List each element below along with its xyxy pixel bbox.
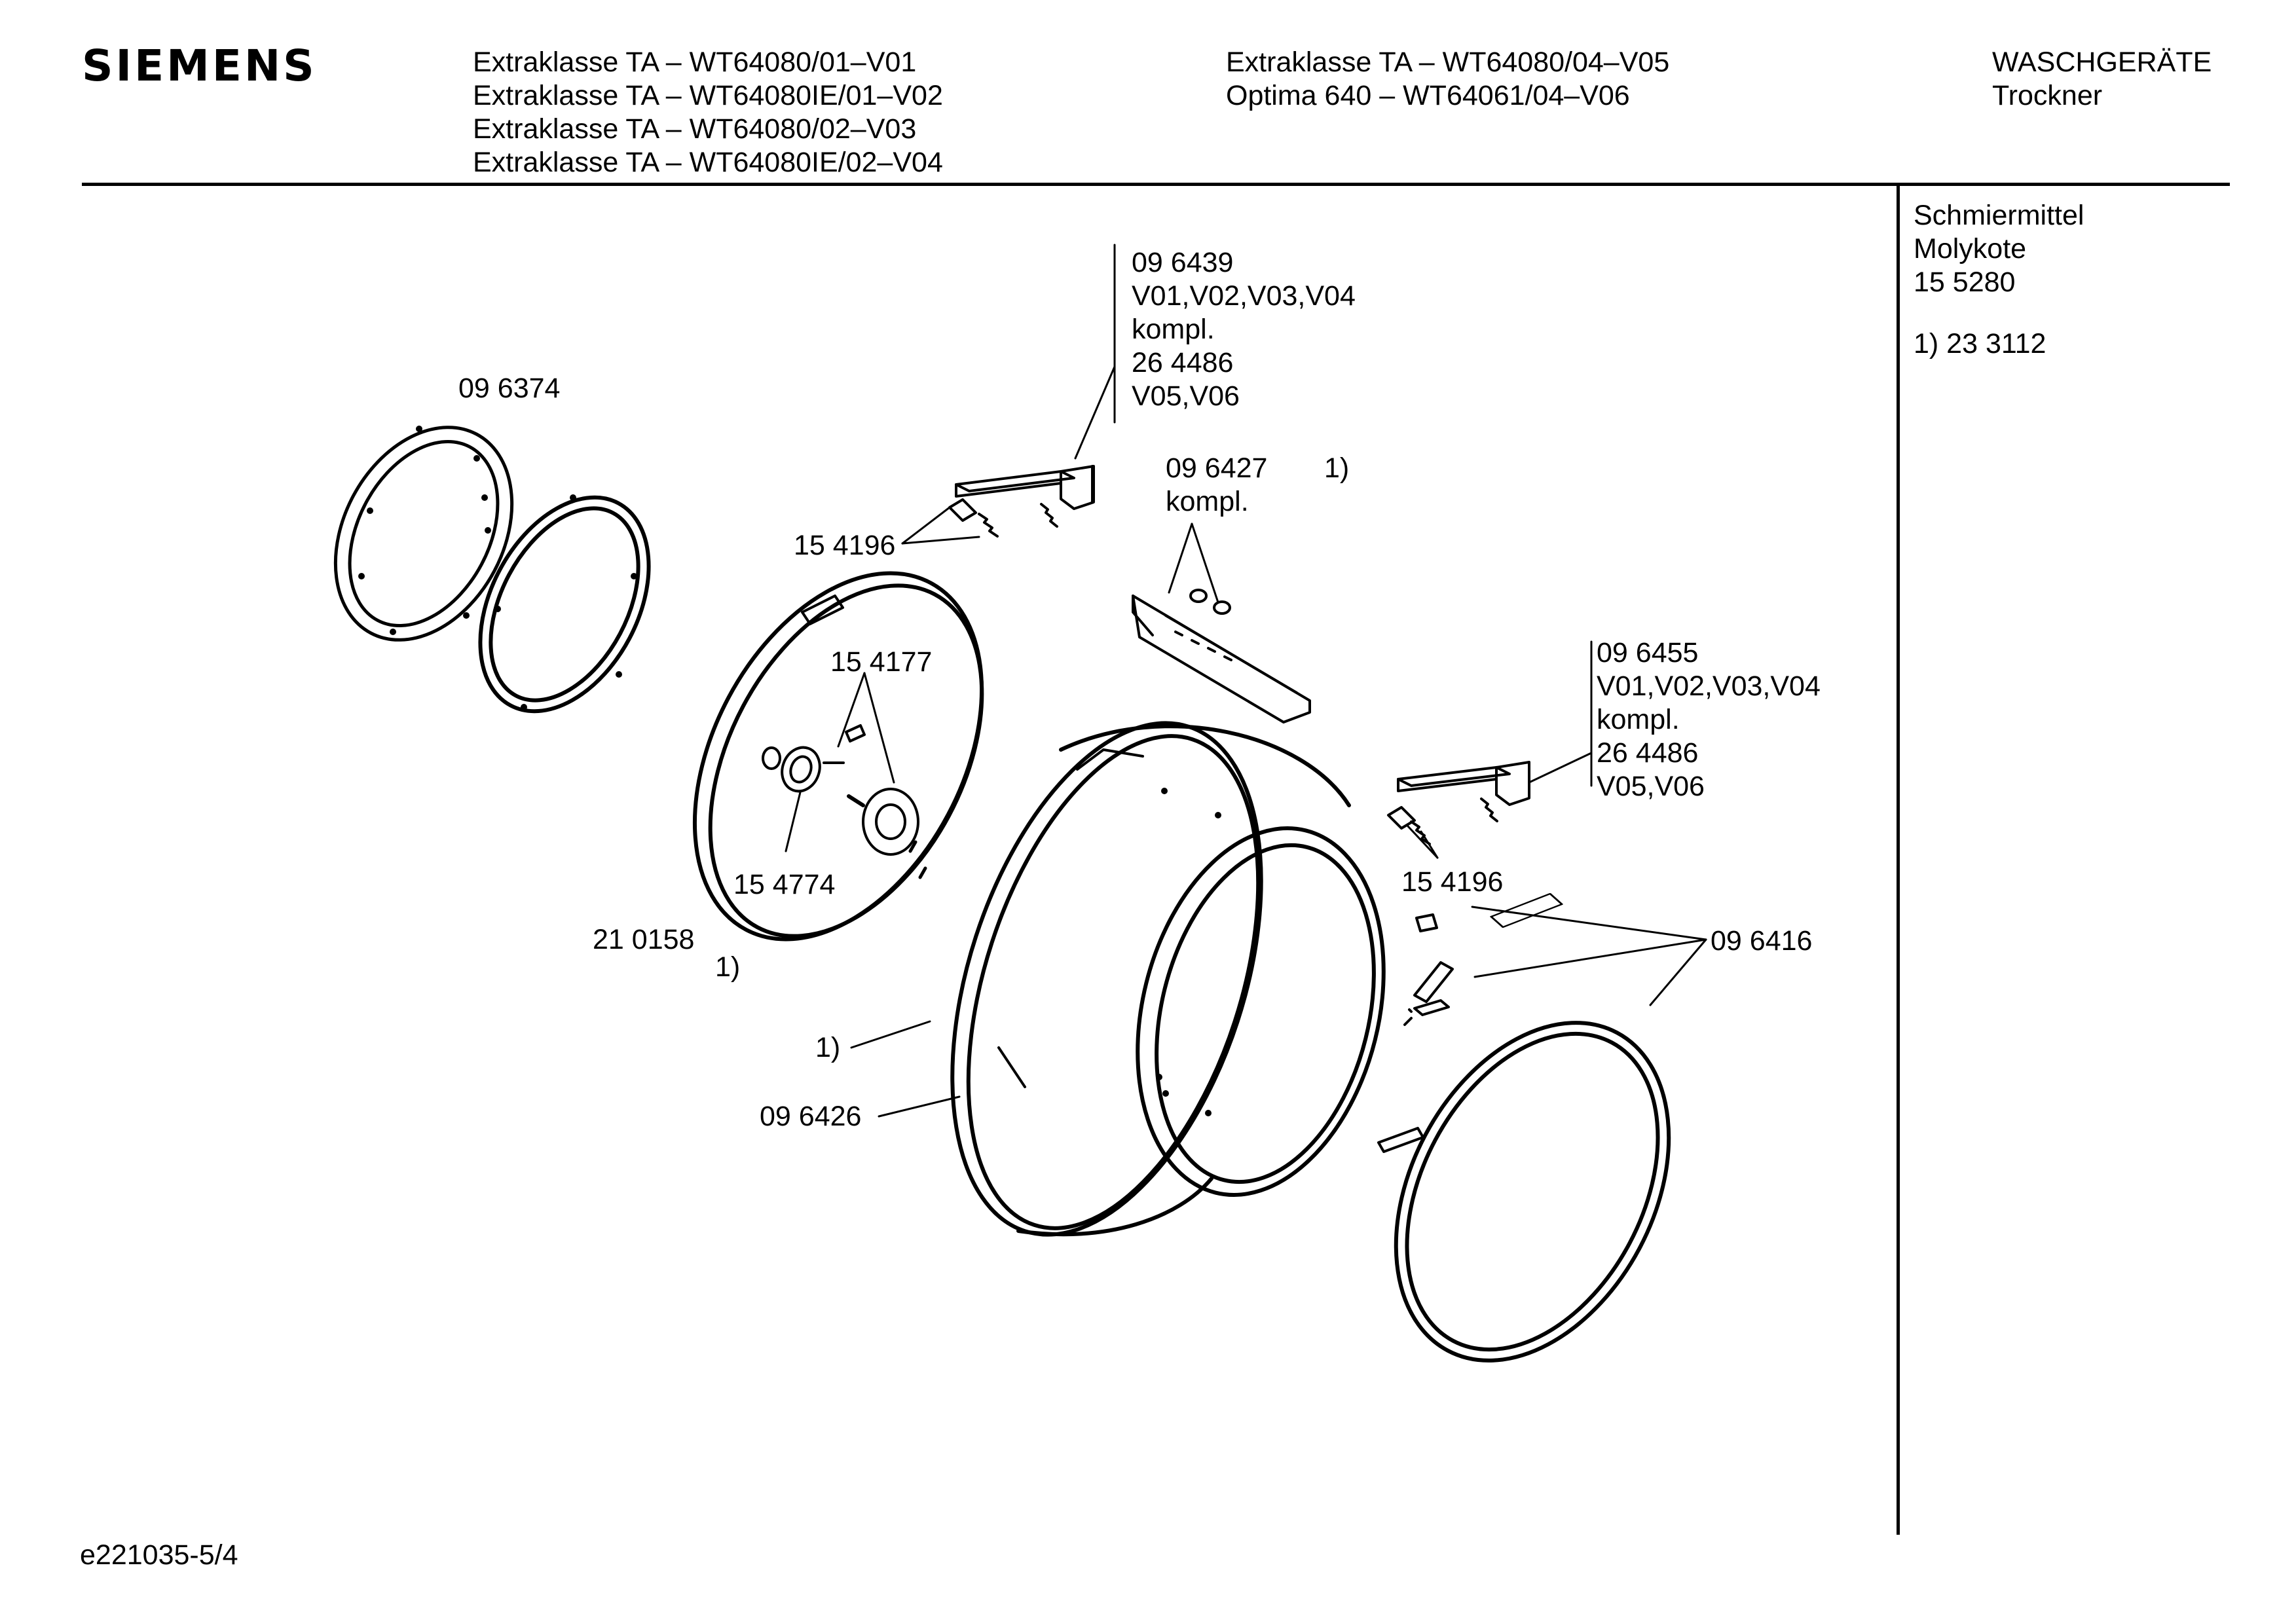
drum-holes — [1156, 788, 1221, 1116]
support-bar — [1132, 589, 1311, 724]
model-list-secondary: Extraklasse TA – WT64080/04–V05 Optima 6… — [1226, 46, 1669, 113]
part-label-line: 26 4486 — [1132, 347, 1234, 378]
part-label-line: V01,V02,V03,V04 — [1132, 280, 1356, 312]
part-label-line: kompl. — [1166, 486, 1249, 517]
part-label-096416: 09 6416 — [1711, 925, 1813, 957]
part-label-line: kompl. — [1597, 704, 1680, 735]
rear-drum-wall — [692, 571, 984, 942]
bearing-assembly — [762, 724, 919, 856]
part-label-line: V05,V06 — [1597, 771, 1705, 802]
header-divider — [82, 183, 2230, 186]
exploded-parts-drawing — [333, 244, 1707, 1363]
model-list-primary: Extraklasse TA – WT64080/01–V01 Extrakla… — [473, 46, 943, 179]
model-line: Extraklasse TA – WT64080/01–V01 — [473, 46, 917, 78]
sidebar-footnote: 1) 23 3112 — [1914, 328, 2046, 359]
model-line: Optima 640 – WT64061/04–V06 — [1226, 80, 1630, 111]
model-line: Extraklasse TA – WT64080/02–V03 — [473, 113, 917, 145]
part-label-154196-top: 15 4196 — [794, 530, 896, 561]
part-label-line: 09 6455 — [1597, 637, 1699, 669]
part-label-096427: 09 6427 kompl. — [1166, 452, 1267, 519]
drum-body — [950, 721, 1386, 1237]
part-label-096426: 09 6426 — [760, 1101, 862, 1132]
lubricant-line: Schmiermittel — [1914, 200, 2084, 231]
part-label-line: 26 4486 — [1597, 737, 1699, 769]
ring-clips — [1377, 893, 1563, 1153]
front-drum-ring — [1394, 1021, 1671, 1363]
category-label: WASCHGERÄTE — [1992, 46, 2212, 78]
part-label-line: 09 6427 — [1166, 452, 1268, 484]
gasket-holes — [358, 426, 491, 635]
lubricant-line: Molykote — [1914, 233, 2027, 265]
part-label-line: kompl. — [1132, 314, 1215, 345]
part-label-154774: 15 4774 — [733, 869, 836, 900]
part-label-line: V01,V02,V03,V04 — [1597, 670, 1821, 702]
appliance-category: WASCHGERÄTE Trockner — [1992, 46, 2212, 113]
part-label-154177: 15 4177 — [830, 646, 933, 678]
flat-gasket-ring — [333, 426, 514, 642]
lubricant-info: Schmiermittel Molykote 15 5280 — [1914, 199, 2084, 299]
part-note-drum: 1) — [815, 1032, 841, 1063]
model-line: Extraklasse TA – WT64080/04–V05 — [1226, 46, 1670, 78]
leader-lines — [785, 244, 1707, 1118]
part-label-096374: 09 6374 — [458, 373, 561, 404]
part-note-210158: 1) — [715, 951, 741, 983]
model-line: Extraklasse TA – WT64080IE/02–V04 — [473, 147, 943, 178]
sidebar-divider — [1897, 186, 1900, 1535]
part-note-096427: 1) — [1324, 452, 1350, 484]
part-label-210158: 21 0158 — [593, 924, 695, 955]
seal-ring — [478, 495, 651, 714]
drum-bracket-lower — [1387, 761, 1530, 845]
model-line: Extraklasse TA – WT64080IE/01–V02 — [473, 80, 943, 111]
seal-ring-holes — [494, 494, 637, 710]
part-label-line: V05,V06 — [1132, 380, 1240, 412]
part-label-line: 09 6439 — [1132, 247, 1234, 278]
lubricant-line: 15 5280 — [1914, 266, 2016, 298]
part-label-096439: 09 6439 V01,V02,V03,V04 kompl. 26 4486 V… — [1132, 246, 1356, 413]
part-label-154196-right: 15 4196 — [1401, 866, 1504, 898]
part-label-096455: 09 6455 V01,V02,V03,V04 kompl. 26 4486 V… — [1597, 636, 1821, 803]
drum-bracket-upper — [948, 465, 1095, 538]
document-code: e221035-5/4 — [80, 1539, 238, 1571]
brand-logo: SIEMENS — [82, 41, 317, 91]
subcategory-label: Trockner — [1992, 80, 2103, 111]
